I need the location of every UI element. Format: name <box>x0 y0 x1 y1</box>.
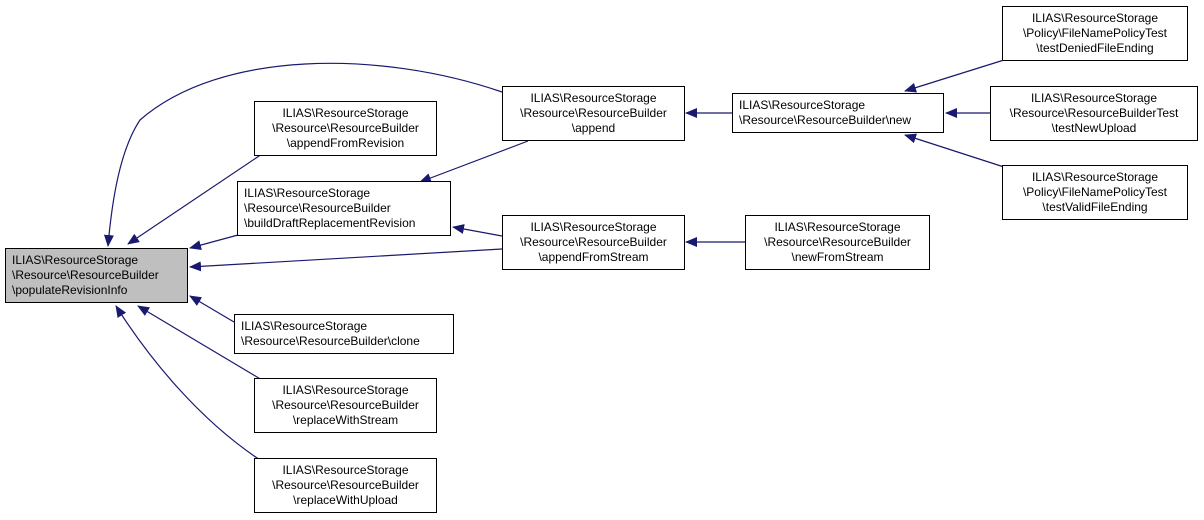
node-text-line: ILIAS\ResourceStorage <box>1031 11 1159 25</box>
node-text-line: \testDeniedFileEnding <box>1036 41 1154 55</box>
node-text-line: ILIAS\ResourceStorage <box>12 253 139 267</box>
node-text-line: \testNewUpload <box>1051 121 1137 135</box>
node-test-valid-file-ending[interactable]: ILIAS\ResourceStorage \Policy\FileNamePo… <box>1002 165 1188 220</box>
node-text-line: ILIAS\ResourceStorage <box>739 98 866 112</box>
node-text-line: ILIAS\ResourceStorage <box>774 220 901 234</box>
node-text-line: \appendFromStream <box>538 250 649 264</box>
edge-appendFromStream-to-populate <box>189 248 503 272</box>
edge-testValid-to-new <box>904 133 1005 168</box>
node-text-line: \appendFromRevision <box>286 136 405 150</box>
node-append[interactable]: ILIAS\ResourceStorage \Resource\Resource… <box>502 86 685 141</box>
node-replace-with-stream[interactable]: ILIAS\ResourceStorage \Resource\Resource… <box>254 378 437 433</box>
edge-appendFromRevision-to-populate <box>127 153 263 245</box>
node-test-denied-file-ending[interactable]: ILIAS\ResourceStorage \Policy\FileNamePo… <box>1002 6 1188 61</box>
node-text-line: ILIAS\ResourceStorage <box>282 383 409 397</box>
edge-clone-to-populate <box>189 295 235 323</box>
node-text-line: \Resource\ResourceBuilder <box>520 235 667 249</box>
node-append-from-revision[interactable]: ILIAS\ResourceStorage \Resource\Resource… <box>254 101 437 156</box>
node-text-line: ILIAS\ResourceStorage <box>282 106 409 120</box>
node-text-line: ILIAS\ResourceStorage <box>530 220 657 234</box>
node-clone[interactable]: ILIAS\ResourceStorage \Resource\Resource… <box>234 314 454 354</box>
node-text-line: \replaceWithStream <box>292 413 399 427</box>
edge-appendFromStream-to-buildDraft <box>452 224 503 237</box>
node-text-line: \Resource\ResourceBuilder <box>520 106 667 120</box>
node-text-line: \Resource\ResourceBuilder\clone <box>241 334 420 348</box>
node-build-draft-replacement-revision[interactable]: ILIAS\ResourceStorage \Resource\Resource… <box>237 181 451 236</box>
node-text-line: \Resource\ResourceBuilderTest <box>1009 106 1179 120</box>
node-text-line: ILIAS\ResourceStorage <box>1030 91 1158 105</box>
node-text-line: \Policy\FileNamePolicyTest <box>1022 185 1168 199</box>
edge-append-to-buildDraft <box>419 140 529 183</box>
edge-buildDraft-to-populate <box>189 234 239 250</box>
node-text-line: \buildDraftReplacementRevision <box>244 216 416 230</box>
node-text-line: \Resource\ResourceBuilder <box>244 201 391 215</box>
edge-replaceWithUpload-to-populate <box>115 305 261 461</box>
node-text-line: \Resource\ResourceBuilder <box>764 235 911 249</box>
node-text-line: ILIAS\ResourceStorage <box>530 91 657 105</box>
node-test-new-upload[interactable]: ILIAS\ResourceStorage \Resource\Resource… <box>990 86 1198 141</box>
node-text-line: ILIAS\ResourceStorage <box>282 463 409 477</box>
node-text-line: \testValidFileEnding <box>1042 200 1148 214</box>
node-text-line: \replaceWithUpload <box>293 493 398 507</box>
node-text-line: ILIAS\ResourceStorage <box>244 186 371 200</box>
edge-append-to-populate <box>103 62 503 247</box>
node-text-line: \Resource\ResourceBuilder\new <box>739 113 912 127</box>
node-text-line: \Resource\ResourceBuilder <box>272 121 419 135</box>
node-text-line: \append <box>571 121 616 135</box>
node-text-line: ILIAS\ResourceStorage <box>1031 170 1159 184</box>
node-text-line: \Resource\ResourceBuilder <box>12 268 159 282</box>
node-text-line: \Resource\ResourceBuilder <box>272 478 419 492</box>
node-append-from-stream[interactable]: ILIAS\ResourceStorage \Resource\Resource… <box>502 215 685 270</box>
node-text-line: \populateRevisionInfo <box>12 283 128 297</box>
edge-testDenied-to-new <box>904 59 1005 93</box>
node-new[interactable]: ILIAS\ResourceStorage \Resource\Resource… <box>732 93 944 133</box>
node-replace-with-upload[interactable]: ILIAS\ResourceStorage \Resource\Resource… <box>254 458 437 513</box>
edge-replaceWithStream-to-populate <box>137 305 263 381</box>
node-text-line: \Policy\FileNamePolicyTest <box>1022 26 1168 40</box>
node-new-from-stream[interactable]: ILIAS\ResourceStorage \Resource\Resource… <box>745 215 930 270</box>
node-text-line: ILIAS\ResourceStorage <box>241 319 368 333</box>
node-text-line: \Resource\ResourceBuilder <box>272 398 419 412</box>
node-populate-revision-info[interactable]: ILIAS\ResourceStorage \Resource\Resource… <box>5 248 188 303</box>
node-text-line: \newFromStream <box>791 250 884 264</box>
